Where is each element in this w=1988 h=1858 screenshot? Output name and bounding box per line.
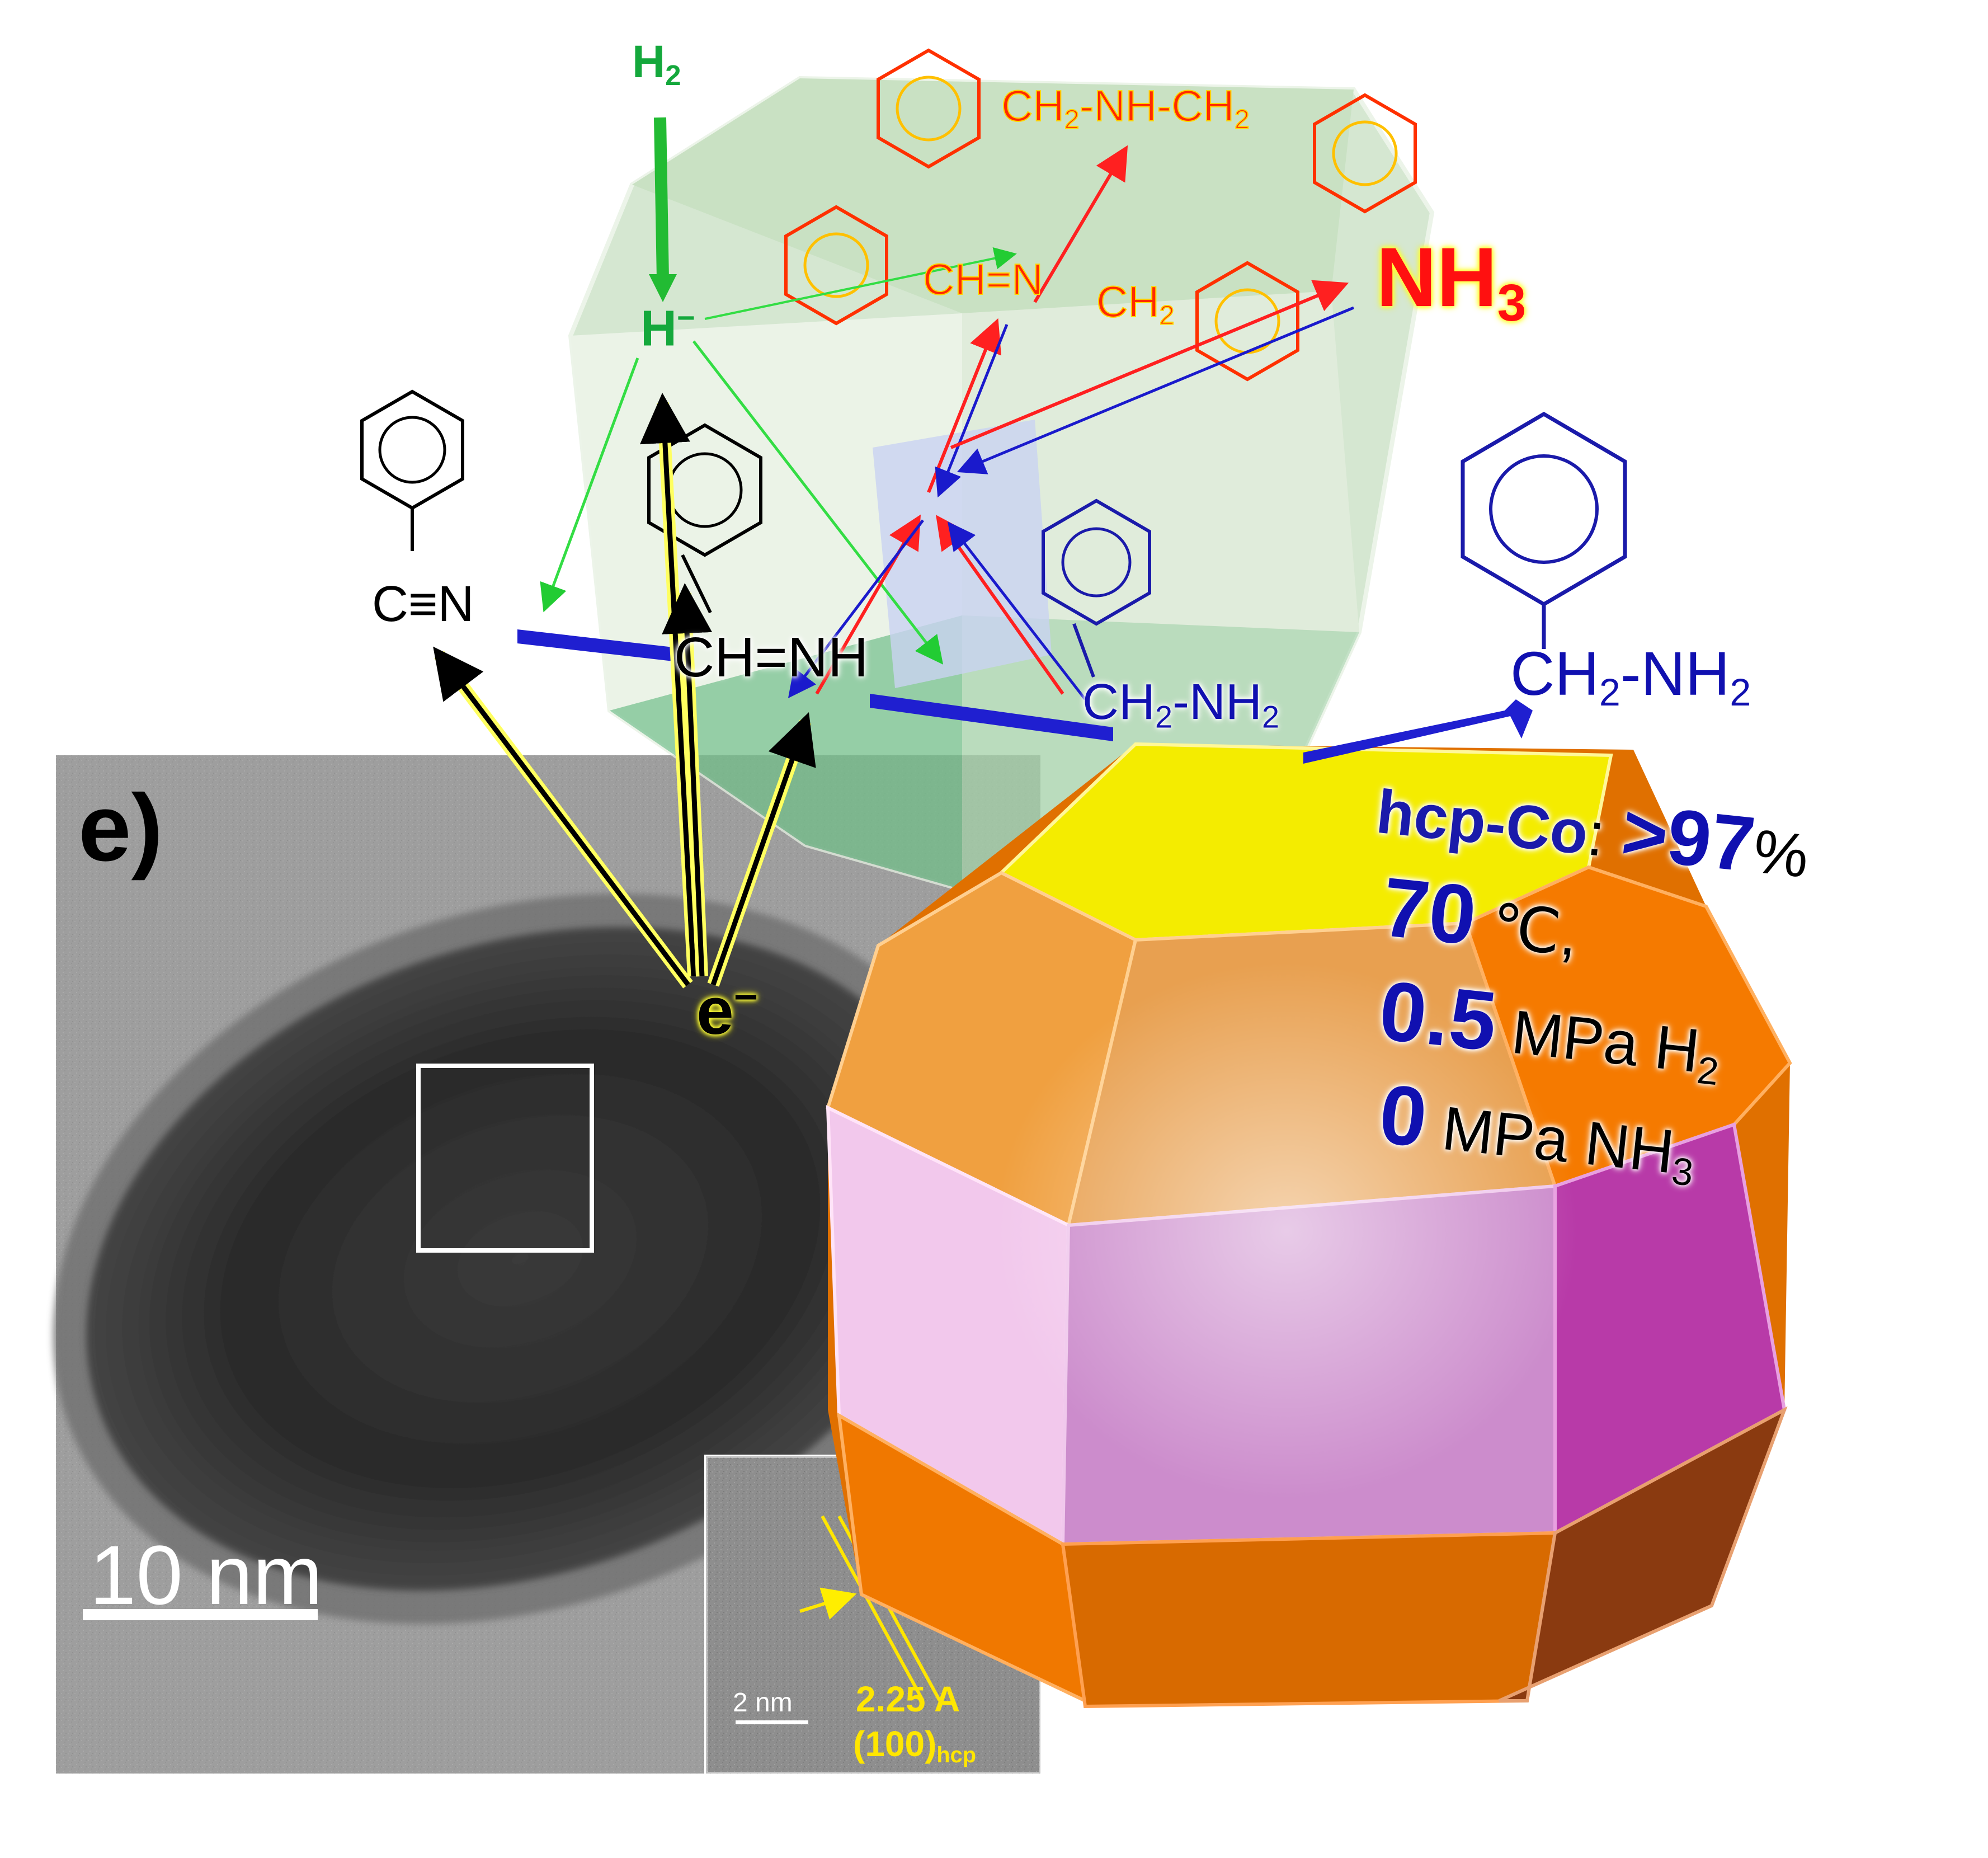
hcp-co-polyhedron [826,742,1792,1709]
h2-arrow [654,117,669,280]
h2-label: H2 [632,36,681,92]
secondary-imine-label-b: CH2 [1096,277,1175,331]
dibenzylamine-label: CH2-NH-CH2 [1001,81,1250,135]
scale-bar-label: 10 nm [89,1528,323,1622]
nitrile-label: C≡N [372,576,474,632]
blue-pathway-arrows [517,629,1533,764]
imine-label: CH=NH [674,626,869,689]
ammonia-label: NH3 [1376,230,1527,332]
electron-label: e− [696,973,759,1048]
scale-bar-10nm [83,1609,318,1620]
lattice-fringe-1 [821,1515,925,1702]
ring-dibenzylamine-left [877,48,981,169]
inset-scale-label: 2 nm [733,1688,793,1718]
lattice-plane: (100)hcp [853,1724,976,1768]
ring-benzylamine-product [1461,411,1627,649]
secondary-imine-label-a: CH=N [922,255,1044,304]
ring-benzylamine-small [1042,498,1151,678]
benzylamine-intermediate: CH2-NH2 [1082,674,1280,735]
thin-arrows [540,117,1354,700]
panel-label: e) [78,775,163,881]
scale-bar-2nm [736,1720,808,1724]
electron-arrows [433,393,816,989]
selection-box [416,1064,594,1253]
lattice-spacing: 2.25 A [856,1679,960,1719]
selectivity-value: >97 [1618,787,1759,889]
ring-benzonitrile [360,389,464,551]
hydride-label: H− [640,300,695,357]
ring-sec-imine-left [784,205,888,326]
ring-dibenzylamine-right [1313,93,1417,214]
spacing-arrow-left [799,1587,857,1620]
benzylamine-product: CH2-NH2 [1510,639,1751,714]
